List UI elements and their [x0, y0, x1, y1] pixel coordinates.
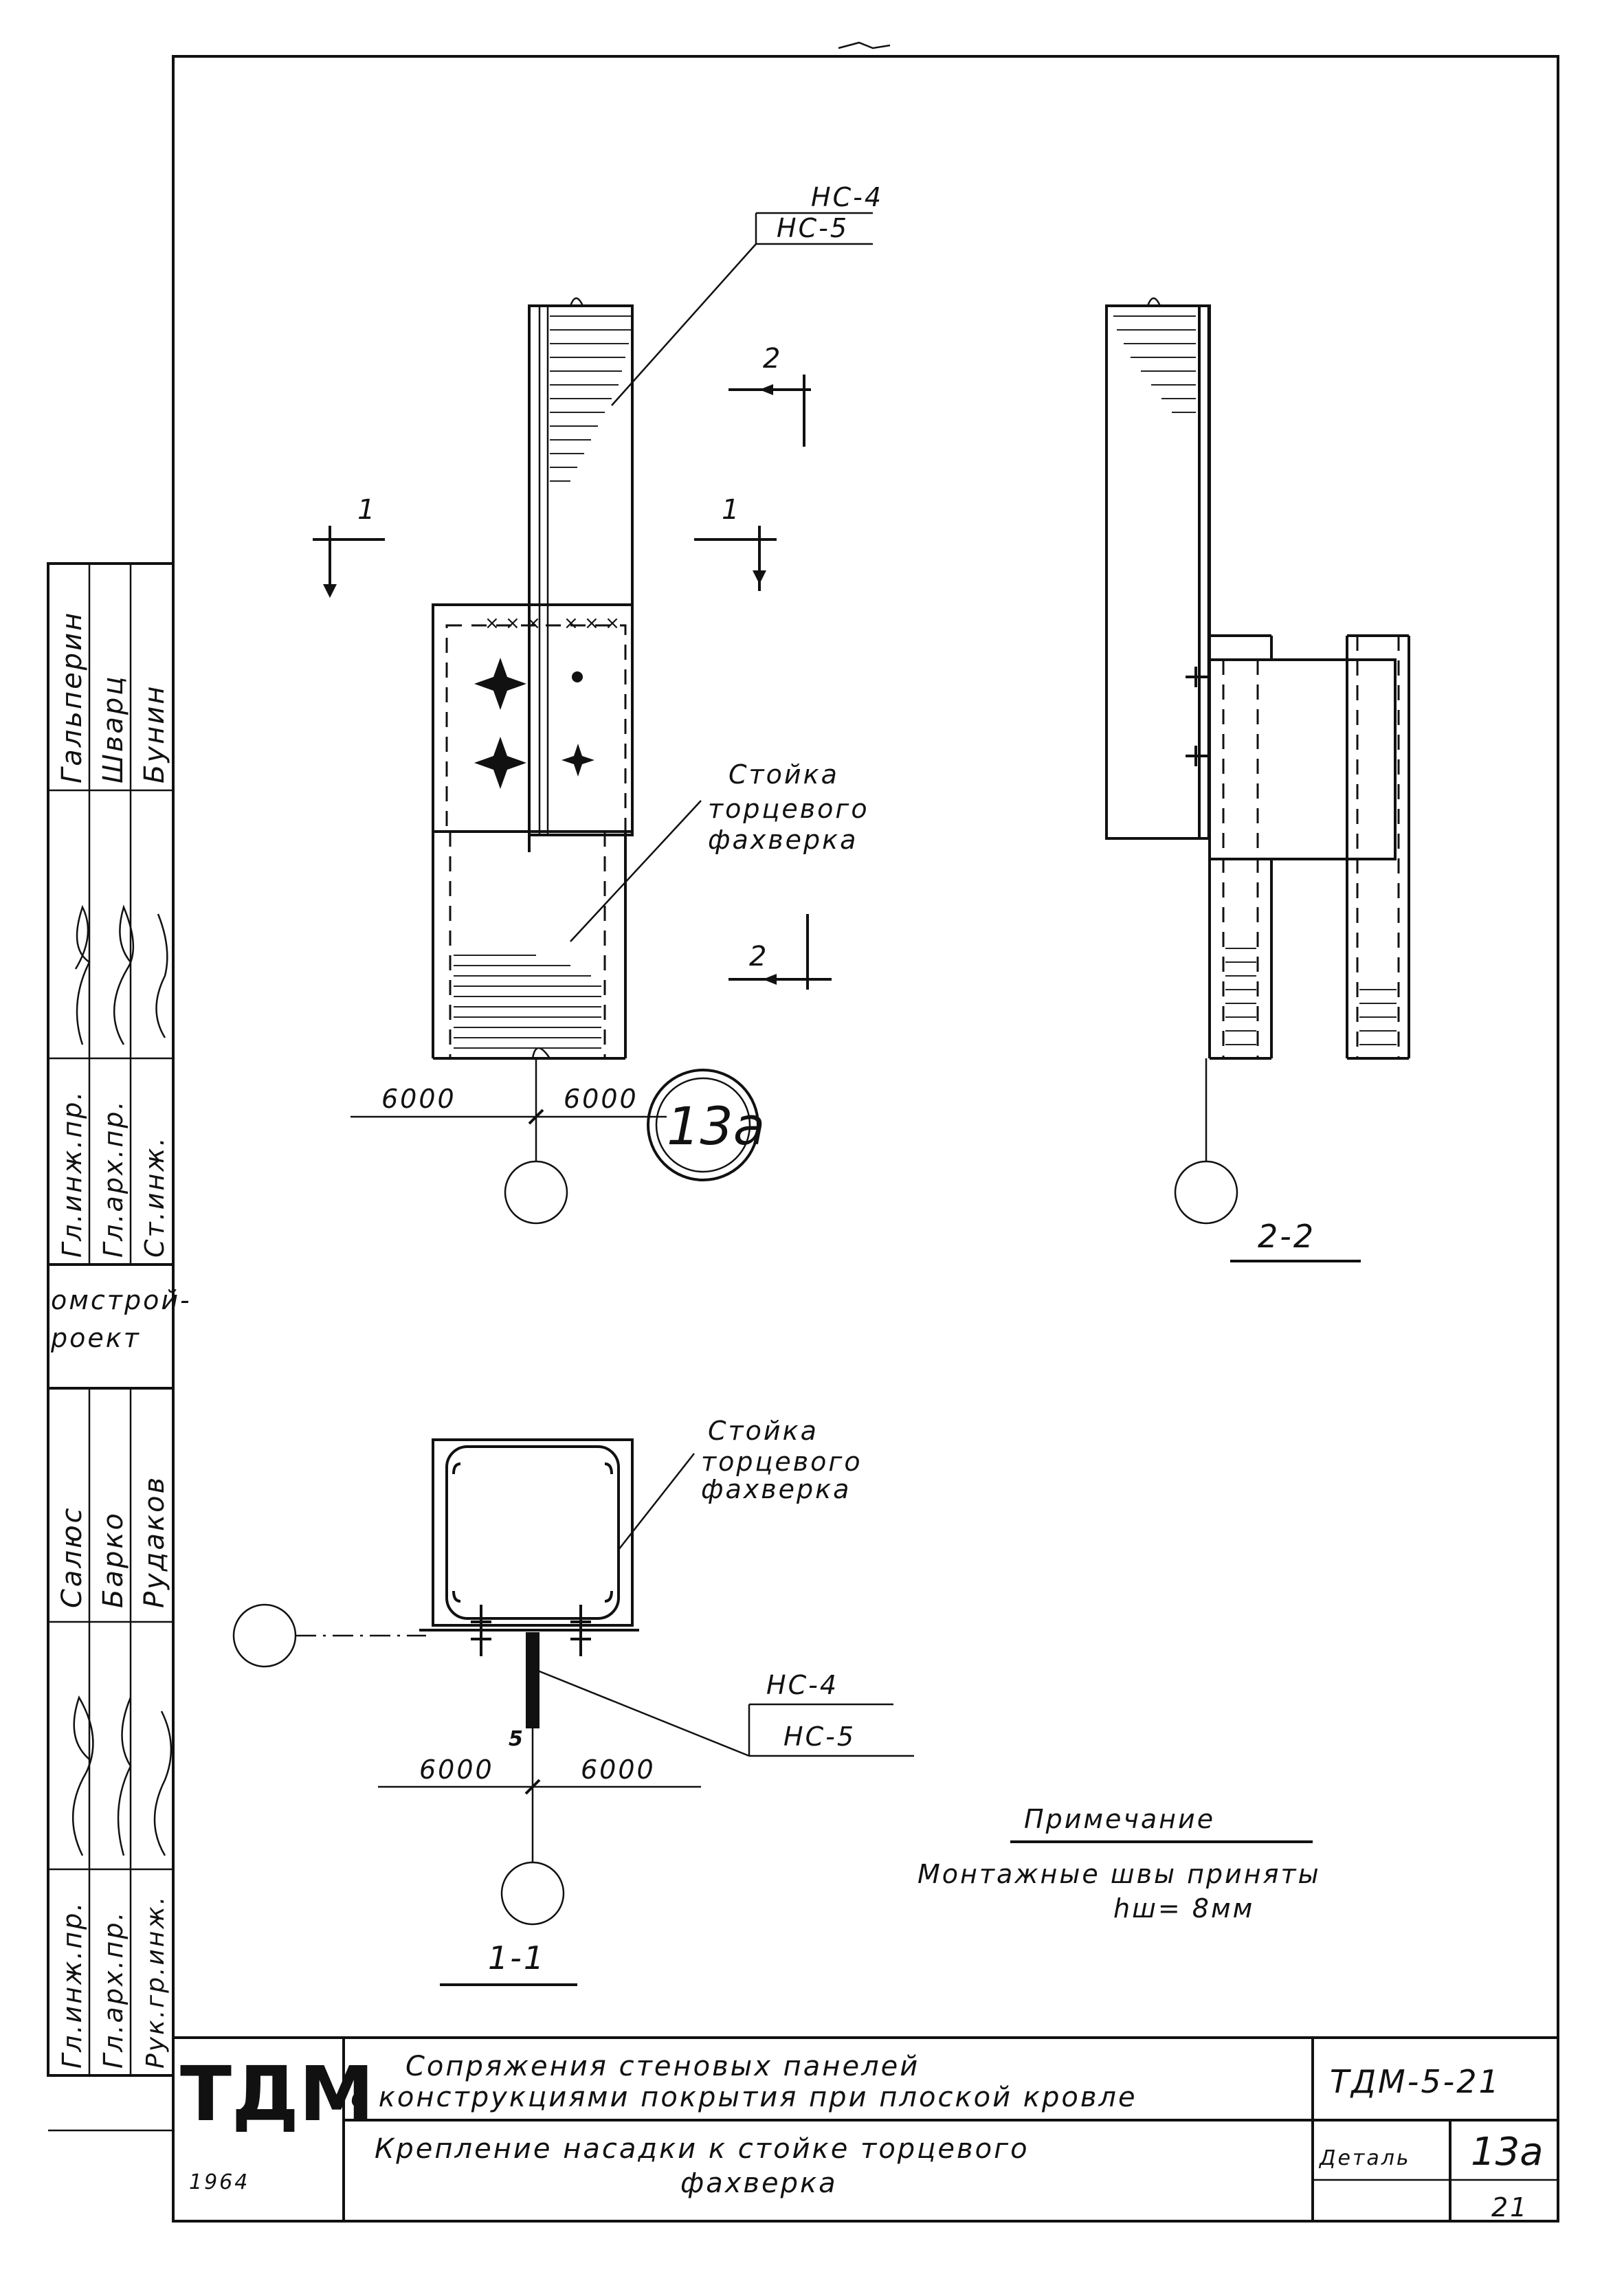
sheet-title-line-2: фахверка [680, 2168, 838, 2199]
plan-column-label-1: Стойка [708, 1416, 819, 1446]
dim-left: 6000 [381, 1084, 456, 1114]
sheet-number: 21 [1491, 2192, 1528, 2223]
signature-2 [113, 904, 135, 1045]
stamp-name-5: Барко [98, 1511, 129, 1608]
stamp-org-2: роект [50, 1323, 141, 1353]
plan-dim-left: 6000 [419, 1755, 494, 1785]
stamp-role-4: Гл.инж.пр. [57, 1901, 87, 2069]
column-label-3: фахверка [708, 825, 858, 855]
svg-text:× × ×: × × × [485, 613, 541, 634]
section2-label-bottom: 2 [749, 941, 768, 972]
drawing-code: ТДМ-5-21 [1330, 2063, 1501, 2100]
title-block: ТДМ 1964 Сопряжения стеновых панелей с к… [180, 2050, 1544, 2223]
bolt-2 [474, 737, 526, 789]
axis-bubble-1 [504, 1160, 568, 1225]
stamp-name-2: Шварц [98, 675, 129, 783]
section1-label-left: 1 [357, 494, 377, 526]
stamp-name-6: Рудаков [139, 1475, 170, 1608]
callout-top: НС-4 [811, 182, 883, 212]
note-heading: Примечание [1024, 1804, 1215, 1834]
logo: ТДМ [180, 2050, 374, 2138]
dim-right: 6000 [564, 1084, 638, 1114]
signature-1 [74, 904, 91, 1045]
section-2-2-view: 2-2 [1105, 297, 1410, 1262]
plan-column-label-3: фахверка [701, 1474, 851, 1504]
stamp-name-4: Салюс [56, 1506, 88, 1608]
plan-callout-top: НС-4 [766, 1670, 838, 1700]
axis-bubble-3 [232, 1603, 297, 1668]
sheet-frame [172, 41, 1559, 2223]
side-stamp: Гальперин Шварц Бунин Гл.инж.пр. Гл.арх.… [47, 562, 192, 2132]
detail-number: 13а [1471, 2130, 1544, 2174]
title-line-2: с конструкциями покрытия при плоской кро… [351, 2082, 1137, 2113]
elevation-front-view: × × × × × × НС-4 НС-5 [313, 182, 883, 1225]
section-1-1-view: Стойка торцевого фахверка НС-4 НС-5 5 60… [232, 1416, 914, 1986]
stamp-org-1: омстрой- [51, 1285, 192, 1315]
note-line-1: Монтажные швы приняты [917, 1859, 1321, 1889]
axis-bubble-4 [500, 1861, 565, 1926]
stamp-name-3: Бунин [139, 684, 170, 783]
detail-mark-label: 13а [667, 1095, 765, 1157]
year: 1964 [189, 2170, 249, 2194]
stamp-name-1: Гальперин [56, 611, 88, 783]
stamp-role-5: Гл.арх.пр. [98, 1910, 129, 2069]
sheet-title-line-1: Крепление насадки к стойке торцевого [375, 2133, 1030, 2165]
stamp-role-1: Гл.инж.пр. [57, 1090, 87, 1258]
section2-label-top: 2 [763, 343, 782, 375]
hatching-top [550, 315, 631, 482]
note-line-2: hш= 8мм [1113, 1893, 1254, 1924]
section-2-2-title: 2-2 [1258, 1218, 1315, 1255]
stamp-role-6: Рук.гр.инж. [142, 1895, 170, 2069]
weld-size: 5 [509, 1727, 523, 1751]
note-block: Примечание Монтажные швы приняты hш= 8мм [917, 1804, 1321, 1924]
detail-label: Деталь [1318, 2146, 1411, 2170]
plan-dim-right: 6000 [581, 1755, 656, 1785]
signature-3 [155, 913, 168, 1038]
title-line-1: Сопряжения стеновых панелей [405, 2051, 920, 2082]
axis-bubble-2 [1174, 1160, 1238, 1225]
section1-label-right: 1 [722, 494, 741, 526]
callout-bottom: НС-5 [777, 213, 849, 243]
detail-mark [647, 1069, 759, 1181]
signature-5 [117, 1697, 132, 1856]
stamp-role-3: Ст.инж. [140, 1135, 170, 1258]
plan-callout-bottom: НС-5 [783, 1722, 856, 1752]
hatching-bottom [454, 955, 601, 1049]
bolt-1 [474, 658, 526, 710]
signature-4 [72, 1695, 94, 1856]
column-label-2: торцевого [708, 794, 869, 824]
stamp-role-2: Гл.арх.пр. [98, 1099, 129, 1258]
section-1-1-title: 1-1 [488, 1939, 546, 1976]
signature-6 [153, 1711, 173, 1856]
svg-text:× × ×: × × × [564, 613, 620, 634]
column-label-1: Стойка [728, 759, 839, 790]
plan-column-label-2: торцевого [701, 1447, 863, 1477]
